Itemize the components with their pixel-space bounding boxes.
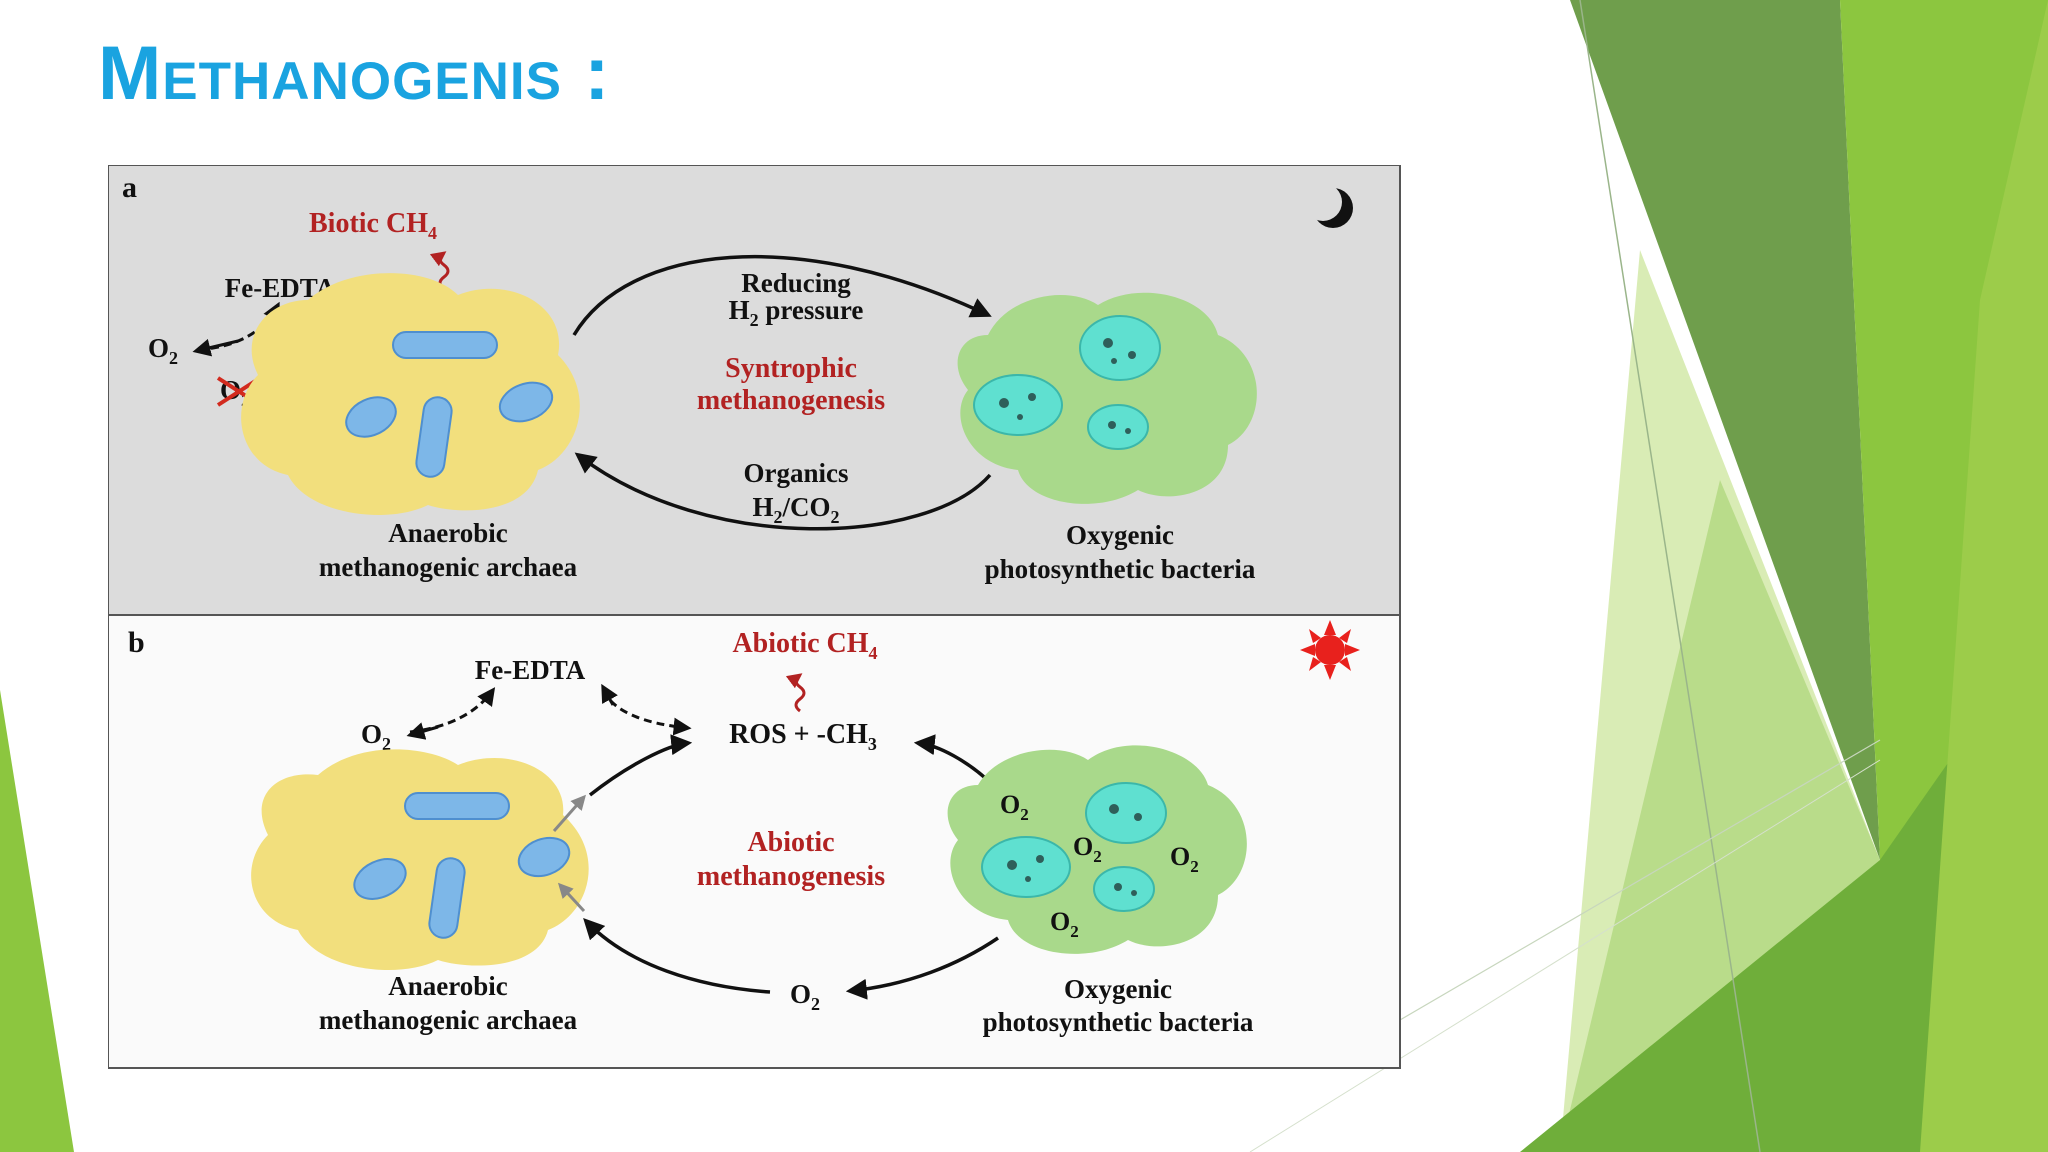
panel-b-archaea-ros-arrow xyxy=(588,734,693,797)
bacteria-blob xyxy=(957,292,1257,504)
bacteria-blob xyxy=(947,745,1247,954)
panel-a-archaea-label-line1: Anaerobic xyxy=(388,518,508,548)
panel-a-bacteria-label-line1: Oxygenic xyxy=(1066,520,1174,550)
panel-a-bacteria-label-line2: photosynthetic bacteria xyxy=(985,554,1256,584)
decor-line-2 xyxy=(1399,739,1881,1021)
right-green-facet-bright xyxy=(1920,0,2048,1152)
bacteria-nuclei xyxy=(999,338,1136,434)
slide-title: Methanogenis : xyxy=(98,31,611,116)
archaea-cell xyxy=(392,331,498,359)
panel-a-letter: a xyxy=(122,171,137,204)
methanogenesis-figure: a Biotic CH4 Fe-EDTA O2 O2 Redu xyxy=(108,165,1401,1069)
abiotic-methanogenesis-label: methanogenesis xyxy=(697,861,885,892)
bacteria-cell xyxy=(1093,866,1155,912)
archaea-cell xyxy=(404,792,510,820)
bacteria-cluster: O2 O2 O2 O2 xyxy=(947,745,1247,954)
bacteria-o2-label: O2 xyxy=(1170,842,1199,876)
panel-b: b Abiotic CH4 Fe-EDTA O2 ROS + -CH3 xyxy=(108,614,1401,1069)
archaea-cell xyxy=(517,836,571,878)
archaea-blob xyxy=(241,273,580,515)
gray-arrow-up xyxy=(552,794,586,832)
panel-a-archaea-label-line2: methanogenic archaea xyxy=(319,552,578,582)
bacteria-cell xyxy=(1085,782,1167,844)
bacteria-cell xyxy=(973,374,1063,436)
bacteria-cell xyxy=(981,836,1071,898)
crescent-moon-icon xyxy=(1304,183,1353,228)
syntrophic-methanogenesis-label: methanogenesis xyxy=(697,385,885,416)
archaea-cell xyxy=(353,858,407,900)
panel-b-fe-edta-label: Fe-EDTA xyxy=(475,655,586,685)
bacteria-o2-label: O2 xyxy=(1073,832,1102,866)
sun-icon xyxy=(1300,620,1360,680)
ros-ch3-label: ROS + -CH3 xyxy=(729,719,877,754)
bacteria-o2-label: O2 xyxy=(1000,790,1029,824)
left-green-facet xyxy=(0,690,74,1152)
bacteria-o2-label: O2 xyxy=(1050,907,1079,941)
panel-a-top-arc-arrow xyxy=(572,254,992,336)
reducing-label: Reducing xyxy=(741,268,851,298)
decor-line-1 xyxy=(1579,0,1761,1152)
panel-b-o2-label: O2 xyxy=(361,719,391,754)
abiotic-ch4-wavy-arrow xyxy=(785,673,806,713)
panel-b-archaea-label-line1: Anaerobic xyxy=(388,971,508,1001)
abiotic-ch4-label: Abiotic CH4 xyxy=(732,628,877,663)
archaea-cell xyxy=(345,396,397,438)
panel-a: a Biotic CH4 Fe-EDTA O2 O2 Redu xyxy=(108,165,1401,616)
panel-b-bacteria-label-line1: Oxygenic xyxy=(1064,974,1172,1004)
archaea-cell xyxy=(428,857,466,939)
archaea-cell xyxy=(498,381,554,423)
right-green-facet-dark xyxy=(1570,0,1880,860)
panel-b-fe-ros-back-arrow xyxy=(601,683,618,706)
archaea-cluster xyxy=(241,273,580,515)
syntrophic-label: Syntrophic xyxy=(725,353,857,384)
panel-b-archaea-label-line2: methanogenic archaea xyxy=(319,1005,578,1035)
abiotic-label: Abiotic xyxy=(747,827,834,858)
organics-label: Organics xyxy=(744,458,849,488)
bacteria-nuclei xyxy=(1007,804,1142,896)
biotic-ch4-label: Biotic CH4 xyxy=(309,208,437,243)
panel-a-o2-fe-arrow xyxy=(197,301,280,352)
bacteria-cluster xyxy=(957,292,1257,504)
panel-a-o2-back-arrow xyxy=(192,338,239,357)
decor-line-3 xyxy=(1249,759,1881,1152)
gray-arrow-in xyxy=(557,882,586,913)
panel-a-bottom-arc-arrow xyxy=(574,452,992,531)
archaea-cell xyxy=(415,396,453,478)
panel-b-o2-archaea-arrow xyxy=(583,917,771,994)
h2-pressure-label: H2 pressure xyxy=(729,295,864,330)
bacteria-cell xyxy=(1087,404,1149,450)
panel-b-bacteria-label-line2: photosynthetic bacteria xyxy=(983,1007,1254,1037)
panel-b-o2-back-arrow xyxy=(406,722,439,740)
panel-b-bacteria-o2-arrow xyxy=(845,936,999,1000)
right-green-facet-deep xyxy=(1520,620,2048,1152)
archaea-cluster xyxy=(251,749,589,970)
panel-a-o2-label: O2 xyxy=(148,333,178,368)
panel-b-letter: b xyxy=(128,626,145,659)
bacteria-cell xyxy=(1079,315,1161,381)
panel-b-o2-bottom-label: O2 xyxy=(790,979,820,1014)
h2-co2-label: H2/CO2 xyxy=(752,492,839,527)
